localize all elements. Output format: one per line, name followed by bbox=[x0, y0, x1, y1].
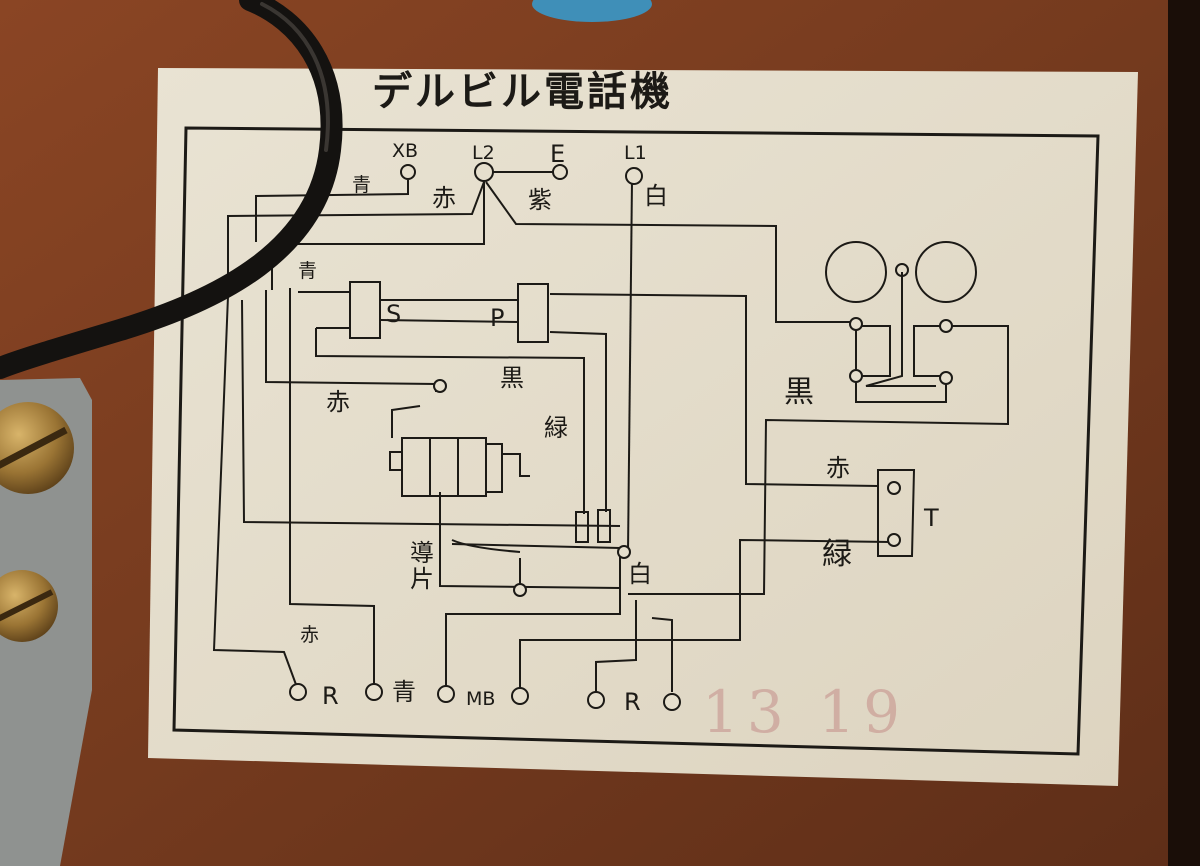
contact-post-left bbox=[575, 511, 589, 543]
wire-label-black-mid: 黒 bbox=[500, 364, 524, 392]
wire-label-blue-top: 青 bbox=[352, 174, 372, 196]
wire-label-white-top: 白 bbox=[644, 182, 668, 210]
coil-label-t: T bbox=[924, 504, 939, 532]
wire-label-purple-top: 紫 bbox=[528, 186, 552, 214]
contact-label: 導片 bbox=[410, 539, 434, 594]
black-cord-highlight bbox=[260, 2, 330, 152]
node-t-bottom bbox=[887, 533, 901, 547]
terminal-l1 bbox=[625, 167, 643, 185]
node-bell-4 bbox=[939, 371, 953, 385]
terminal-bottom-2 bbox=[365, 683, 383, 701]
terminal-label-xb: XB bbox=[392, 140, 419, 162]
node-bell-1 bbox=[849, 317, 863, 331]
terminal-l2 bbox=[474, 162, 494, 182]
paper-label bbox=[148, 68, 1138, 786]
wire-label-red-right: 赤 bbox=[826, 454, 850, 482]
terminal-xb bbox=[400, 164, 416, 180]
terminals bbox=[289, 162, 953, 711]
wire-label-red-bottom: 赤 bbox=[300, 624, 320, 646]
node-bell-3 bbox=[849, 369, 863, 383]
blue-knob bbox=[532, 0, 652, 22]
node-contact bbox=[513, 583, 527, 597]
wire-label-red-mid: 赤 bbox=[326, 388, 350, 416]
red-stamp: 13 19 bbox=[702, 678, 909, 746]
bell-left bbox=[825, 241, 887, 303]
wire-label-green-right: 緑 bbox=[822, 537, 852, 572]
terminal-bottom-5 bbox=[587, 691, 605, 709]
terminal-bottom-4 bbox=[511, 687, 529, 705]
wire-label-black-right: 黒 bbox=[784, 375, 814, 410]
node-hook bbox=[617, 545, 631, 559]
screw-bottom-slot bbox=[0, 589, 54, 622]
node-bell-2 bbox=[939, 319, 953, 333]
contact-post-right bbox=[597, 509, 611, 543]
screw-top-slot bbox=[0, 426, 68, 469]
diagram-title: デルビル電話機 bbox=[372, 68, 673, 115]
terminal-label-e: E bbox=[550, 140, 566, 168]
terminal-label-r-right: R bbox=[624, 688, 641, 716]
coil-label-s: S bbox=[386, 300, 402, 328]
node-t-top bbox=[887, 481, 901, 495]
bell-right bbox=[915, 241, 977, 303]
terminal-bottom-3 bbox=[437, 685, 455, 703]
magneto-generator bbox=[389, 405, 530, 497]
bell-hammer bbox=[865, 272, 936, 387]
terminal-bottom-6 bbox=[663, 693, 681, 711]
diagram-border bbox=[172, 126, 1100, 756]
wire-label-green-mid: 緑 bbox=[544, 414, 568, 442]
wire-label-white-bottom: 白 bbox=[628, 560, 652, 588]
coil-label-p: P bbox=[490, 304, 505, 332]
wire-label-red-top: 赤 bbox=[432, 184, 456, 212]
node-generator bbox=[433, 379, 447, 393]
right-dark-edge bbox=[1168, 0, 1200, 866]
bell-hammer-head bbox=[895, 263, 909, 277]
terminal-label-r-left: R bbox=[322, 682, 339, 710]
terminal-e bbox=[552, 164, 568, 180]
wire-label-blue-bottom: 青 bbox=[392, 678, 416, 706]
coil-s bbox=[349, 281, 381, 339]
terminal-label-l1: L1 bbox=[624, 142, 647, 164]
coil-p bbox=[517, 283, 549, 343]
wiring bbox=[212, 171, 1009, 692]
terminal-label-l2: L2 bbox=[472, 142, 495, 164]
terminal-label-mb: MB bbox=[466, 688, 496, 710]
coils bbox=[349, 281, 549, 343]
wire-label-blue-coil: 青 bbox=[298, 260, 318, 282]
contact-spring bbox=[451, 539, 521, 553]
terminal-bottom-1 bbox=[289, 683, 307, 701]
